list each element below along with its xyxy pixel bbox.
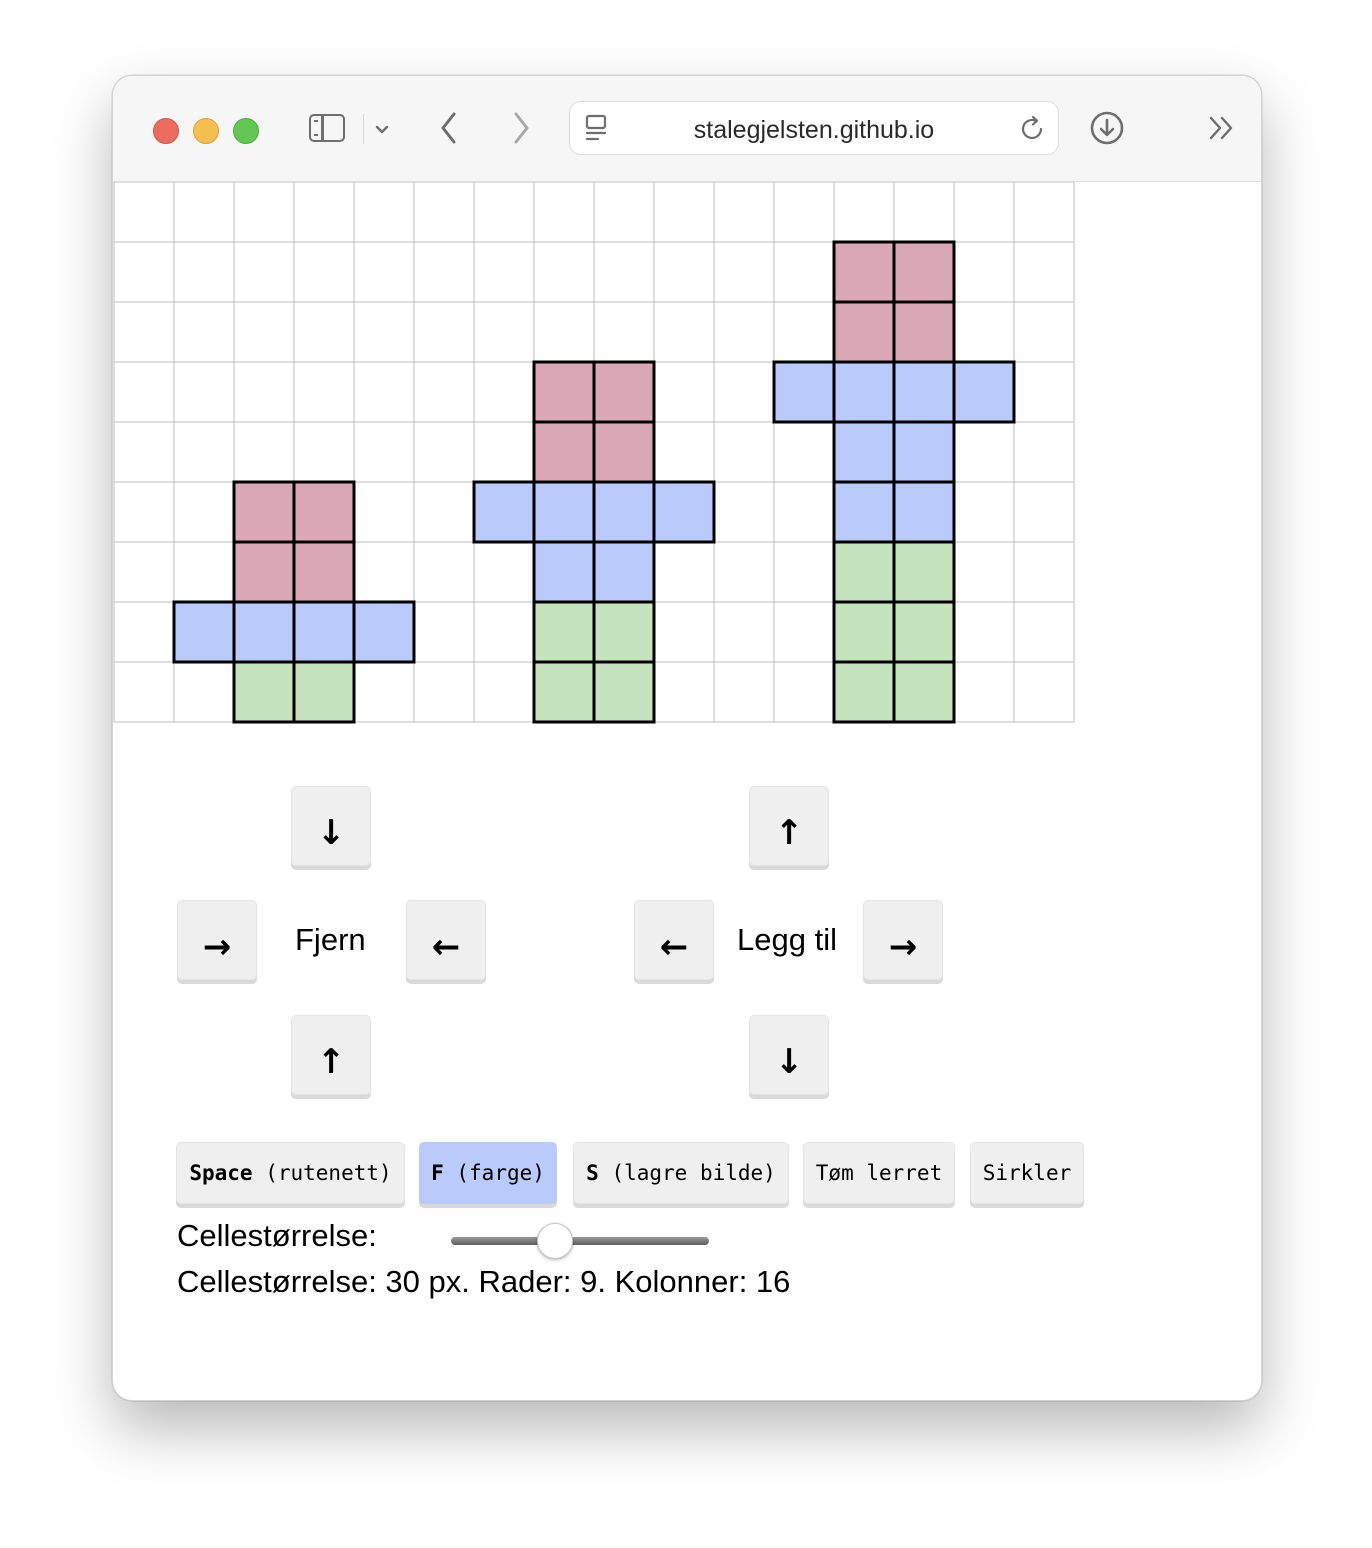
cell-blue[interactable] (772, 360, 836, 424)
cell-green[interactable] (892, 600, 956, 664)
sidebar-toggle-icon[interactable] (309, 114, 345, 142)
cell-blue[interactable] (652, 480, 716, 544)
remove-pad-label: Fjern (295, 922, 366, 957)
add-right-button[interactable]: → (863, 900, 943, 980)
slider-track[interactable] (451, 1237, 709, 1245)
cell-pink[interactable] (592, 360, 656, 424)
grid-toggle-button[interactable]: Space (rutenett) (176, 1142, 405, 1204)
more-tools-icon[interactable] (1207, 114, 1237, 142)
cell-blue[interactable] (892, 360, 956, 424)
cell-blue[interactable] (952, 360, 1016, 424)
drawing-canvas[interactable] (113, 182, 1075, 724)
browser-toolbar: stalegjelsten.github.io (113, 76, 1261, 182)
cell-pink[interactable] (892, 240, 956, 304)
cell-blue[interactable] (172, 600, 236, 664)
zoom-window-button[interactable] (233, 118, 259, 144)
back-arrow-icon[interactable] (437, 110, 461, 146)
cell-green[interactable] (532, 600, 596, 664)
cell-size-slider[interactable] (451, 1223, 709, 1263)
cell-size-label: Cellestørrelse: (177, 1218, 377, 1253)
cell-pink[interactable] (232, 540, 296, 604)
cell-pink[interactable] (292, 480, 356, 544)
cell-pink[interactable] (292, 540, 356, 604)
cell-blue[interactable] (352, 600, 416, 664)
cell-pink[interactable] (832, 300, 896, 364)
cell-pink[interactable] (592, 420, 656, 484)
cell-blue[interactable] (592, 480, 656, 544)
cell-green[interactable] (832, 600, 896, 664)
cell-blue[interactable] (832, 360, 896, 424)
cell-blue[interactable] (472, 480, 536, 544)
remove-right-button[interactable]: ← (406, 900, 486, 980)
cell-blue[interactable] (832, 420, 896, 484)
forward-arrow-icon[interactable] (509, 110, 533, 146)
cell-green[interactable] (232, 660, 296, 724)
page-menu-icon[interactable] (584, 114, 610, 144)
remove-left-button[interactable]: → (177, 900, 257, 980)
cell-pink[interactable] (532, 420, 596, 484)
cell-green[interactable] (592, 660, 656, 724)
cell-blue[interactable] (232, 600, 296, 664)
cell-pink[interactable] (892, 300, 956, 364)
cell-green[interactable] (532, 660, 596, 724)
address-bar[interactable]: stalegjelsten.github.io (569, 101, 1059, 155)
remove-up-button[interactable]: ↓ (291, 786, 371, 866)
cell-pink[interactable] (532, 360, 596, 424)
grid-canvas[interactable] (113, 182, 1075, 724)
cell-blue[interactable] (832, 480, 896, 544)
circles-button[interactable]: Sirkler (970, 1142, 1084, 1204)
grid-toggle-key: Space (189, 1161, 253, 1185)
chevron-down-icon[interactable] (373, 120, 391, 138)
add-pad-label: Legg til (737, 922, 837, 957)
reload-icon[interactable] (1018, 114, 1048, 144)
minimize-window-button[interactable] (193, 118, 219, 144)
cell-green[interactable] (832, 660, 896, 724)
cell-pink[interactable] (232, 480, 296, 544)
cell-blue[interactable] (532, 540, 596, 604)
slider-thumb[interactable] (537, 1223, 574, 1259)
close-window-button[interactable] (153, 118, 179, 144)
cell-blue[interactable] (592, 540, 656, 604)
color-toggle-key: F (431, 1161, 444, 1185)
toolbar-divider (363, 114, 364, 144)
cell-green[interactable] (892, 660, 956, 724)
grid-toggle-desc: (rutenett) (252, 1161, 392, 1185)
cell-blue[interactable] (292, 600, 356, 664)
status-text: Cellestørrelse: 30 px. Rader: 9. Kolonne… (177, 1264, 791, 1299)
cell-blue[interactable] (892, 480, 956, 544)
cell-green[interactable] (292, 660, 356, 724)
cell-pink[interactable] (832, 240, 896, 304)
add-up-button[interactable]: ↑ (749, 786, 829, 866)
browser-window: stalegjelsten.github.io ↓ → Fjern ← ↑ ↑ … (112, 75, 1262, 1401)
remove-down-button[interactable]: ↑ (291, 1015, 371, 1095)
save-image-button[interactable]: S (lagre bilde) (573, 1142, 789, 1204)
cell-green[interactable] (592, 600, 656, 664)
add-down-button[interactable]: ↓ (749, 1015, 829, 1095)
cell-green[interactable] (892, 540, 956, 604)
cell-blue[interactable] (892, 420, 956, 484)
save-image-desc: (lagre bilde) (598, 1161, 776, 1185)
url-text[interactable]: stalegjelsten.github.io (693, 116, 935, 144)
color-toggle-desc: (farge) (443, 1161, 545, 1185)
downloads-icon[interactable] (1089, 110, 1125, 146)
cell-green[interactable] (832, 540, 896, 604)
cell-blue[interactable] (532, 480, 596, 544)
add-left-button[interactable]: ← (634, 900, 714, 980)
color-toggle-button[interactable]: F (farge) (419, 1142, 557, 1204)
clear-canvas-button[interactable]: Tøm lerret (803, 1142, 955, 1204)
save-image-key: S (586, 1161, 599, 1185)
